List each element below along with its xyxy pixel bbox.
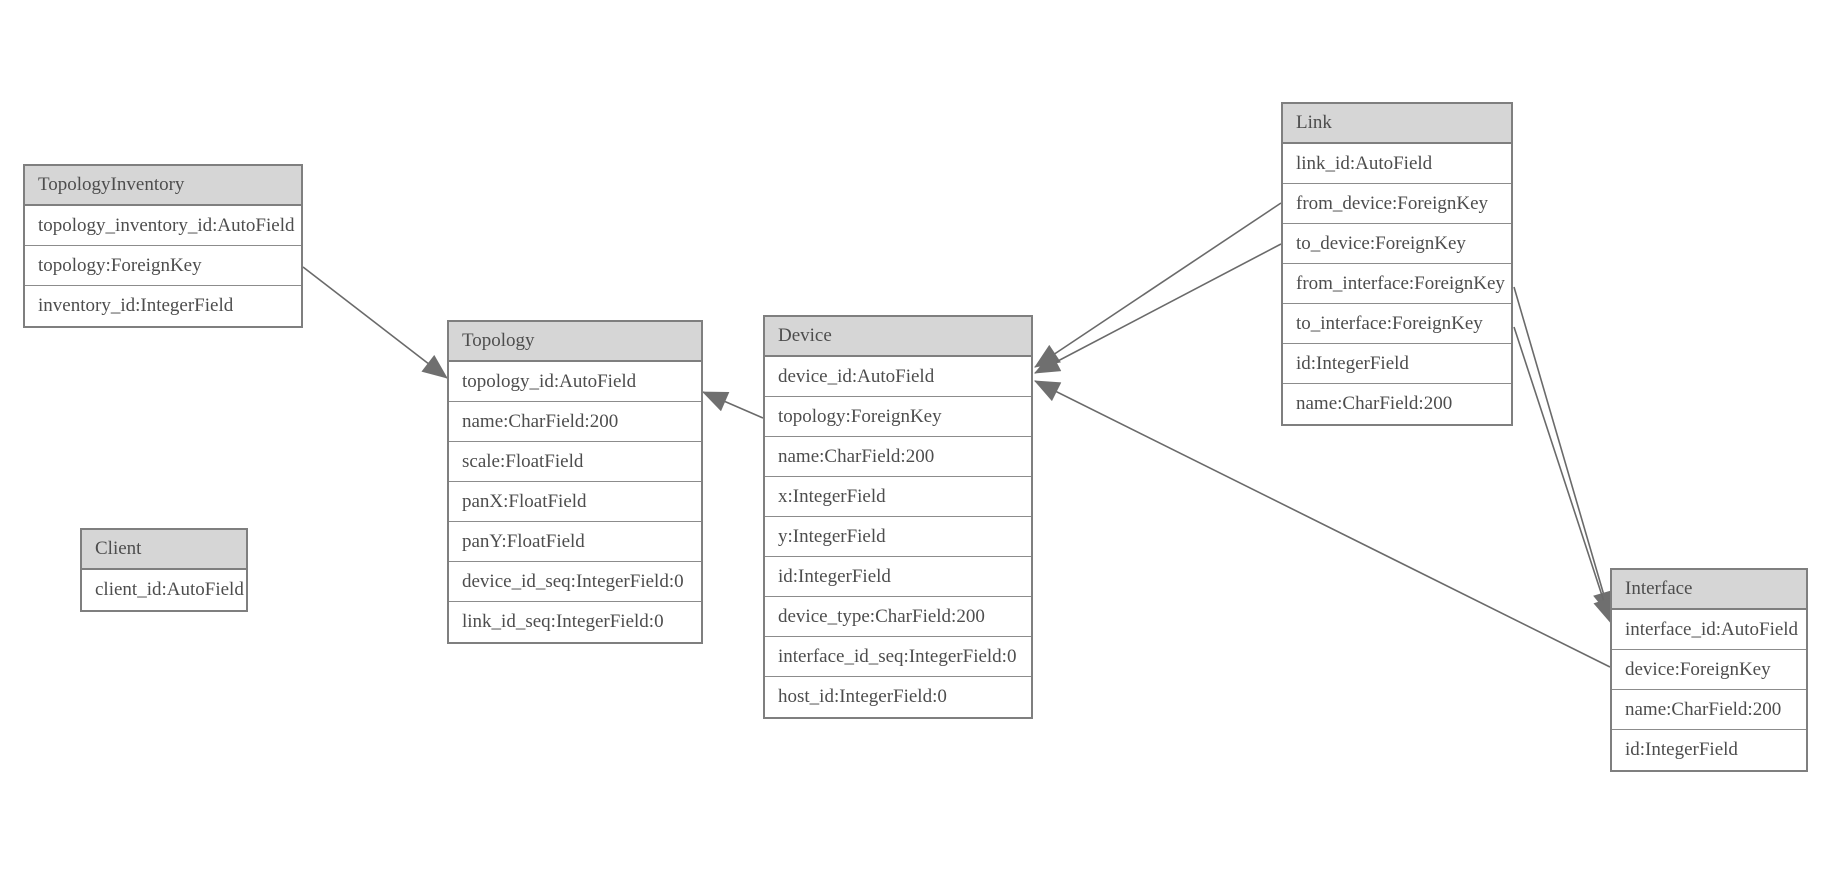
relation-link-from-device-to-device bbox=[1034, 202, 1282, 368]
entity-device-field-row: device_id:AutoField bbox=[765, 357, 1031, 397]
relation-device-topology-to-topology bbox=[702, 391, 764, 419]
entity-client-title: Client bbox=[82, 530, 246, 570]
entity-topology-field-row: topology_id:AutoField bbox=[449, 362, 701, 402]
entity-topology-inventory-field-row: inventory_id:IntegerField bbox=[25, 286, 301, 326]
relation-link-to-interface-to-interface bbox=[1513, 326, 1614, 624]
entity-device-field-row: x:IntegerField bbox=[765, 477, 1031, 517]
entity-topology-inventory-title: TopologyInventory bbox=[25, 166, 301, 206]
entity-topology-inventory-field-row: topology_inventory_id:AutoField bbox=[25, 206, 301, 246]
entity-topology-title: Topology bbox=[449, 322, 701, 362]
entity-interface-field-row: id:IntegerField bbox=[1612, 730, 1806, 770]
entity-device-field-row: interface_id_seq:IntegerField:0 bbox=[765, 637, 1031, 677]
entity-link-field-row: name:CharField:200 bbox=[1283, 384, 1511, 424]
entity-device-field-row: name:CharField:200 bbox=[765, 437, 1031, 477]
entity-link-field-row: id:IntegerField bbox=[1283, 344, 1511, 384]
entity-topology-field-row: panY:FloatField bbox=[449, 522, 701, 562]
entity-device-field-row: device_type:CharField:200 bbox=[765, 597, 1031, 637]
entity-interface-field-row: name:CharField:200 bbox=[1612, 690, 1806, 730]
entity-link-field-row: link_id:AutoField bbox=[1283, 144, 1511, 184]
entity-link-field-row: from_interface:ForeignKey bbox=[1283, 264, 1511, 304]
entity-topology-field-row: name:CharField:200 bbox=[449, 402, 701, 442]
entity-topology-field-row: device_id_seq:IntegerField:0 bbox=[449, 562, 701, 602]
relation-topologyinventory-topology-to-topology bbox=[302, 266, 448, 379]
entity-topology-field-row: panX:FloatField bbox=[449, 482, 701, 522]
relation-link-to-device-to-device bbox=[1034, 243, 1282, 374]
entity-device-title: Device bbox=[765, 317, 1031, 357]
entity-device-field-row: y:IntegerField bbox=[765, 517, 1031, 557]
relation-link-from-interface-to-interface bbox=[1513, 286, 1614, 618]
entity-device-field-row: id:IntegerField bbox=[765, 557, 1031, 597]
entity-topology-inventory-field-row: topology:ForeignKey bbox=[25, 246, 301, 286]
entity-interface-title: Interface bbox=[1612, 570, 1806, 610]
entity-topology-field-row: scale:FloatField bbox=[449, 442, 701, 482]
entity-interface-field-row: interface_id:AutoField bbox=[1612, 610, 1806, 650]
entity-link-field-row: to_device:ForeignKey bbox=[1283, 224, 1511, 264]
entity-link-title: Link bbox=[1283, 104, 1511, 144]
entity-topology-field-row: link_id_seq:IntegerField:0 bbox=[449, 602, 701, 642]
entity-device-field-row: topology:ForeignKey bbox=[765, 397, 1031, 437]
entity-interface-field-row: device:ForeignKey bbox=[1612, 650, 1806, 690]
entity-link-field-row: to_interface:ForeignKey bbox=[1283, 304, 1511, 344]
entity-link-field-row: from_device:ForeignKey bbox=[1283, 184, 1511, 224]
entity-device-field-row: host_id:IntegerField:0 bbox=[765, 677, 1031, 717]
entity-client-field-row: client_id:AutoField bbox=[82, 570, 246, 610]
